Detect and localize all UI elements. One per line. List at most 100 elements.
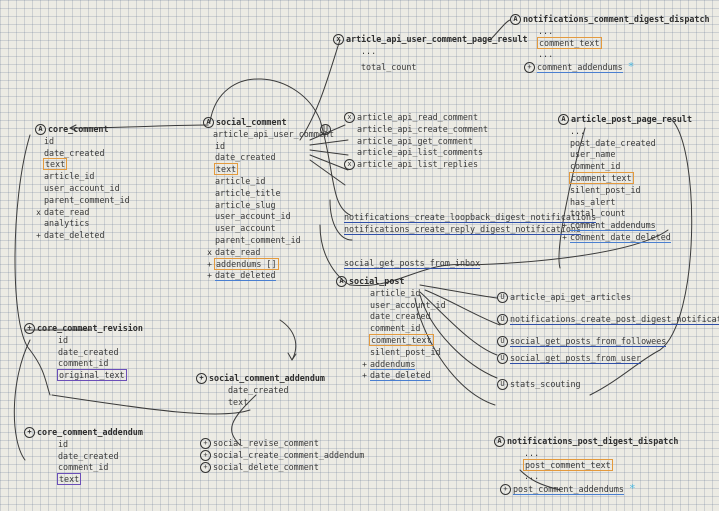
field: date_created [58, 450, 119, 461]
group-mark: U [320, 124, 331, 135]
field: date_created [370, 311, 431, 322]
article-post-page-result-title: article_post_page_result [571, 114, 693, 124]
core-comment-revision-table: +core_comment_revision id date_created c… [24, 323, 143, 382]
field: article_id [215, 175, 266, 186]
list-item: social_get_posts_from_followees [510, 336, 667, 347]
field: total_count [570, 208, 626, 219]
notifications-create-functions: notifications_create_loopback_digest_not… [344, 212, 597, 236]
field: comment_id [58, 462, 109, 473]
list-item: social_delete_comment [213, 461, 319, 472]
field: ... [538, 49, 554, 60]
field-highlighted: text [56, 473, 82, 486]
social-comment-addendum-title: social_comment_addendum [209, 373, 325, 383]
field: id [215, 140, 226, 151]
list-item: article_api_create_comment [357, 123, 489, 134]
field-underlined: comment_date_deleted [570, 231, 671, 243]
field: id [58, 438, 69, 449]
add-icon: + [200, 461, 211, 473]
remove-mark: x [36, 207, 41, 217]
field: article_slug [215, 199, 276, 210]
list-item: social_create_comment_addendum [213, 449, 365, 460]
list-item: article_api_list_comments [357, 147, 484, 158]
list-item: article_api_get_comment [357, 135, 473, 146]
star-icon: * [628, 482, 636, 496]
field: date_created [44, 147, 105, 158]
field: user_account [215, 223, 276, 234]
page-result-title: article_api_user_comment_page_result [346, 34, 528, 44]
field-highlighted: original_text [57, 369, 127, 382]
field: article_id [370, 287, 421, 298]
field-underlined: comment_addendums [537, 62, 623, 74]
field: id [58, 334, 69, 345]
list-item: article_api_list_replies [357, 159, 479, 170]
add-icon: + [524, 62, 535, 74]
add-mark: + [562, 221, 567, 231]
field: ... [361, 45, 377, 56]
field: article_title [215, 187, 281, 198]
remove-mark: x [344, 159, 355, 171]
add-mark: + [362, 359, 367, 369]
page-result-mark: A [558, 114, 569, 125]
dispatch-title: notifications_post_digest_dispatch [507, 436, 679, 446]
add-icon: + [200, 438, 211, 449]
list-item: article_api_read_comment [357, 112, 479, 122]
field-highlighted: comment_text [537, 36, 602, 49]
list-item: social_get_posts_from_inbox [344, 258, 481, 269]
field: comment_id [370, 323, 421, 334]
core-comment-addendum-title: core_comment_addendum [37, 427, 143, 437]
field: ... [524, 447, 540, 458]
core-comment-addendum-table: +core_comment_addendum id date_created c… [24, 427, 143, 486]
add-mark: + [562, 232, 567, 242]
field: silent_post_id [370, 346, 441, 357]
field-highlighted: post_comment_text [523, 458, 613, 471]
field: user_account_id [370, 299, 446, 310]
field: ... [538, 25, 554, 36]
field: analytics [44, 218, 90, 229]
social-comment-title-2: article_api_user_comment [213, 128, 335, 139]
field: user_account_id [44, 182, 120, 193]
field: date_read [215, 246, 261, 257]
list-item: notifications_create_loopback_digest_not… [344, 212, 597, 223]
field: has_alert [570, 196, 616, 207]
field-highlighted: text [42, 158, 68, 171]
field: date_created [228, 384, 289, 395]
social-get-posts-from-inbox: social_get_posts_from_inbox [344, 258, 481, 270]
group-mark: U [497, 314, 508, 325]
remove-mark: x [207, 247, 212, 257]
social-comment-title: social_comment [216, 117, 287, 127]
field: user_account_id [215, 211, 291, 222]
social-post-mark: A [336, 276, 347, 287]
field: comment_id [58, 358, 109, 369]
field: total_count [361, 61, 417, 72]
field: text [228, 396, 249, 407]
list-item: social_revise_comment [213, 438, 319, 448]
list-item: notifications_create_reply_digest_notifi… [344, 223, 581, 235]
add-mark: + [24, 427, 35, 438]
field: parent_comment_id [215, 234, 301, 245]
field: date_read [44, 206, 90, 217]
dispatch-mark: A [510, 14, 521, 25]
social-comment-addendum-table: +social_comment_addendum date_created te… [196, 373, 325, 408]
remove-mark: x [333, 34, 344, 45]
field-highlighted: addendums [] [214, 257, 279, 270]
dispatch-title: notifications_comment_digest_dispatch [523, 14, 710, 24]
field: date_created [215, 152, 276, 163]
list-item: stats_scouting [510, 379, 581, 389]
field: parent_comment_id [44, 194, 130, 205]
add-icon: + [200, 449, 211, 461]
add-icon: + [500, 484, 511, 496]
add-mark: + [196, 373, 207, 384]
core-comment-revision-title: core_comment_revision [37, 323, 143, 333]
add-mark: + [36, 231, 41, 241]
group-mark: U [497, 292, 508, 303]
list-item: article_api_get_articles [510, 292, 632, 302]
remove-mark: x [344, 112, 355, 123]
field: comment_id [570, 161, 621, 172]
